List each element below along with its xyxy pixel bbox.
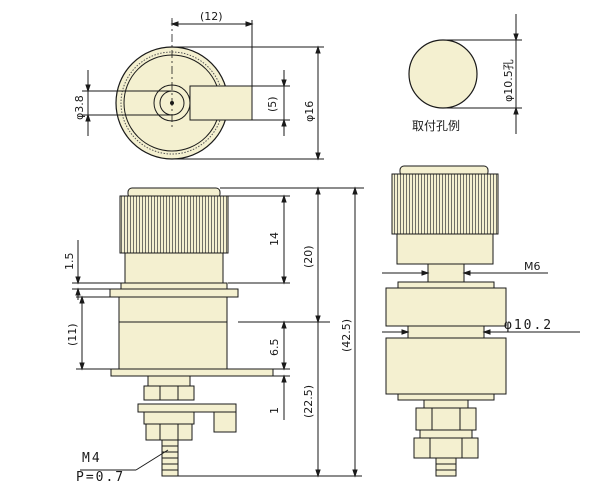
label-thread-pitch: P=0.7 xyxy=(76,470,125,485)
side-body xyxy=(385,337,507,395)
mount-hole xyxy=(408,39,478,109)
dim-mount-hole: φ10.5孔 xyxy=(502,59,515,102)
side-knurl xyxy=(391,173,499,235)
dim-top-bore: φ3.8 xyxy=(73,95,86,120)
dim-cap-total: (20) xyxy=(302,245,315,268)
dim-overall: (42.5) xyxy=(340,319,353,352)
dim-body-height: (11) xyxy=(66,323,79,346)
dim-top-diameter: φ16 xyxy=(303,101,316,122)
front-view xyxy=(109,187,274,477)
dim-side-diameter: φ10.2 xyxy=(504,318,553,333)
dim-thread-len: (22.5) xyxy=(302,385,315,418)
front-knurl xyxy=(119,195,229,254)
dim-knurl-height: 14 xyxy=(268,232,281,246)
top-slot xyxy=(189,85,253,121)
dim-top-width: (12) xyxy=(200,10,223,23)
side-view xyxy=(385,165,507,477)
side-dimensions xyxy=(382,270,580,335)
mount-caption: 取付孔例 xyxy=(412,119,460,133)
label-thread-size: M4 xyxy=(82,451,102,466)
mount-hole-view xyxy=(408,14,522,134)
front-dimensions xyxy=(72,186,364,478)
dim-body-lower: 6.5 xyxy=(268,339,281,357)
side-thread xyxy=(435,457,457,477)
side-flange xyxy=(385,287,507,327)
dim-top-slot: (5) xyxy=(266,96,279,112)
top-view xyxy=(82,18,324,161)
front-body xyxy=(118,296,228,370)
dim-washer: 1 xyxy=(268,407,281,414)
dim-side-thread: M6 xyxy=(524,260,541,273)
dim-gap: 1.5 xyxy=(63,253,76,271)
